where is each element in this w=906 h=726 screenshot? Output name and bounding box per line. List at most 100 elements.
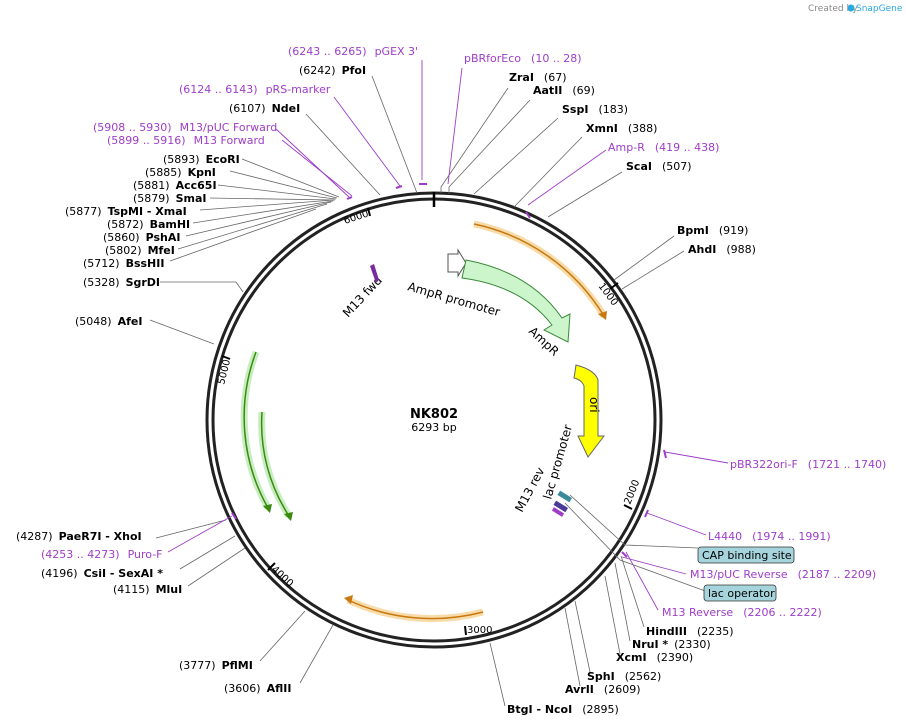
mark-puro-f: [231, 512, 237, 520]
cap-site-mark: [557, 490, 572, 503]
leader-bpmi: [613, 235, 675, 281]
enzyme-tspmi-xmai: (5877)TspMI - XmaI: [65, 205, 187, 218]
primer-pbrforeco: pBRforEco(10 .. 28): [464, 52, 582, 65]
primer-pgex3: (6243 .. 6265)pGEX 3': [288, 45, 418, 58]
enzyme-bsshii: (5712)BssHII: [83, 257, 164, 270]
enzyme-kpni: (5885)KpnI: [145, 166, 216, 179]
enzyme-nrui: NruI *(2330): [632, 638, 711, 651]
leader-sphi: [574, 600, 591, 673]
lac-promoter-label: lac promoter: [540, 423, 575, 501]
enzyme-sgrdi: (5328)SgrDI: [83, 276, 160, 289]
credit-brand: SnapGene: [856, 4, 903, 14]
leader-pfoi: [371, 75, 418, 194]
leader-nrui: [614, 562, 631, 642]
tick-mark-6000: [367, 207, 371, 217]
primer-m13-puc-forward: (5908 .. 5930)M13/pUC Forward: [93, 121, 277, 134]
primer-m13-forward: (5899 .. 5916)M13 Forward: [107, 134, 265, 147]
enzyme-mlui: (4115)MluI: [113, 583, 182, 596]
leader-m13-forward: [281, 139, 353, 197]
enzyme-bpmi: BpmI(919): [677, 224, 748, 237]
leader-pshai: [185, 201, 332, 237]
orf-arc-ampr-head: [598, 311, 607, 320]
leader-ecori: [241, 158, 340, 198]
tick-label-4000: 4000: [269, 564, 295, 589]
primer-m13-reverse: M13 Reverse(2206 .. 2222): [662, 606, 822, 619]
enzyme-bamhi: (5872)BamHI: [107, 218, 190, 231]
enzyme-csii-sexai: (4196)CsiI - SexAI *: [41, 567, 163, 580]
leader-bamhi: [192, 200, 334, 224]
enzyme-labels-right: ZraI(67) AatII(69) SspI(183) XmnI(388) S…: [507, 71, 756, 716]
lac-operator-box: [703, 584, 777, 602]
leader-aatii: [448, 99, 531, 194]
ampr-promoter-arrow: [447, 248, 467, 278]
enzyme-mfei: (5802)MfeI: [105, 244, 175, 257]
primer-amp-r: Amp-R(419 .. 438): [608, 141, 719, 154]
mark-amp-r: [525, 211, 531, 219]
primer-puro-f: (4253 .. 4273)Puro-F: [41, 548, 163, 561]
leader-bsshii: [169, 208, 317, 262]
enzyme-afei: (5048)AfeI: [75, 315, 142, 328]
primer-l4440: L4440(1974 .. 1991): [708, 530, 831, 543]
leader-kpni: [229, 170, 338, 199]
ampr-promoter-label: AmpR promoter: [406, 279, 502, 319]
leader-sgrdi: [160, 281, 244, 293]
tick-mark-5000: [221, 355, 231, 360]
enzyme-zrai: ZraI(67): [509, 71, 567, 84]
boxed-feature-labels: CAP binding site lac operator: [697, 546, 795, 602]
leader-zrai: [440, 87, 509, 193]
enzyme-ndei: (6107)NdeI: [229, 102, 300, 115]
ampr-arrow: [461, 259, 571, 343]
tick-mark-2000: [623, 504, 633, 510]
mark-l4440: [644, 509, 649, 518]
enzyme-pshai: (5860)PshAI: [103, 231, 180, 244]
m13-fwd-arrow: [370, 264, 379, 283]
primer-labels: pBRforEco(10 .. 28) Amp-R(419 .. 438) pB…: [41, 45, 886, 619]
enzyme-scai: ScaI(507): [626, 160, 692, 173]
primer-prs-marker: (6124 .. 6143)pRS-marker: [179, 83, 331, 96]
leader-aflii: [299, 624, 334, 684]
leader-ncoi: [489, 642, 506, 707]
orf-arc-green-inner-outline: [260, 411, 290, 517]
leader-smai: [209, 197, 336, 201]
enzyme-sphi: SphI(2562): [587, 670, 661, 683]
mark-m13-reverse: [621, 551, 628, 558]
leader-avrii: [564, 607, 581, 687]
leader-cap-site: [569, 494, 699, 549]
leader-xmai: [199, 199, 335, 211]
orf-arc-ampr-outline: [473, 223, 605, 317]
enzyme-hindiii: HindIII(2235): [646, 625, 734, 638]
leader-acc65i: [217, 184, 337, 200]
mark-pbr322ori-f: [663, 449, 667, 459]
enzyme-xcmi: XcmI(2390): [616, 651, 693, 664]
leader-sexai: [179, 535, 236, 570]
leader-lac-operator: [564, 502, 709, 593]
leader-xhoi: [155, 519, 227, 539]
enzyme-sspi: SspI(183): [562, 103, 628, 116]
orf-arc-bottom-head: [344, 595, 353, 604]
leader-ahdi: [621, 250, 685, 290]
tick-label-5000: 5000: [216, 358, 233, 385]
enzyme-btgi-ncoi: BtgI - NcoI(2895): [507, 703, 619, 716]
leader-xcmi: [604, 575, 621, 655]
tick-label-3000: 3000: [467, 625, 492, 636]
primer-pbr322ori-f: pBR322ori-F(1721 .. 1740): [730, 458, 886, 471]
leader-mlui: [187, 547, 246, 587]
leader-ndei: [305, 113, 381, 196]
mark-m13-forward: [346, 196, 353, 200]
mark-prs-marker: [395, 185, 403, 189]
tick-mark-4000: [267, 562, 276, 571]
leader-afei: [149, 319, 215, 345]
leader-pbrforeco: [447, 67, 463, 185]
tick-mark-1000: [609, 282, 619, 290]
leader-scai: [547, 171, 623, 218]
enzyme-smai: (5879)SmaI: [133, 192, 206, 205]
credit-prefix: Created by: [808, 4, 858, 14]
enzyme-aatii: AatII(69): [533, 84, 595, 97]
enzyme-acc65i: (5881)Acc65I: [133, 179, 217, 192]
enzyme-aflii: (3606)AflII: [224, 682, 291, 695]
leader-hindiii: [620, 555, 645, 628]
enzyme-leader-lines: [149, 75, 709, 707]
leader-sspi: [473, 117, 559, 195]
leader-prs-marker: [333, 96, 401, 187]
